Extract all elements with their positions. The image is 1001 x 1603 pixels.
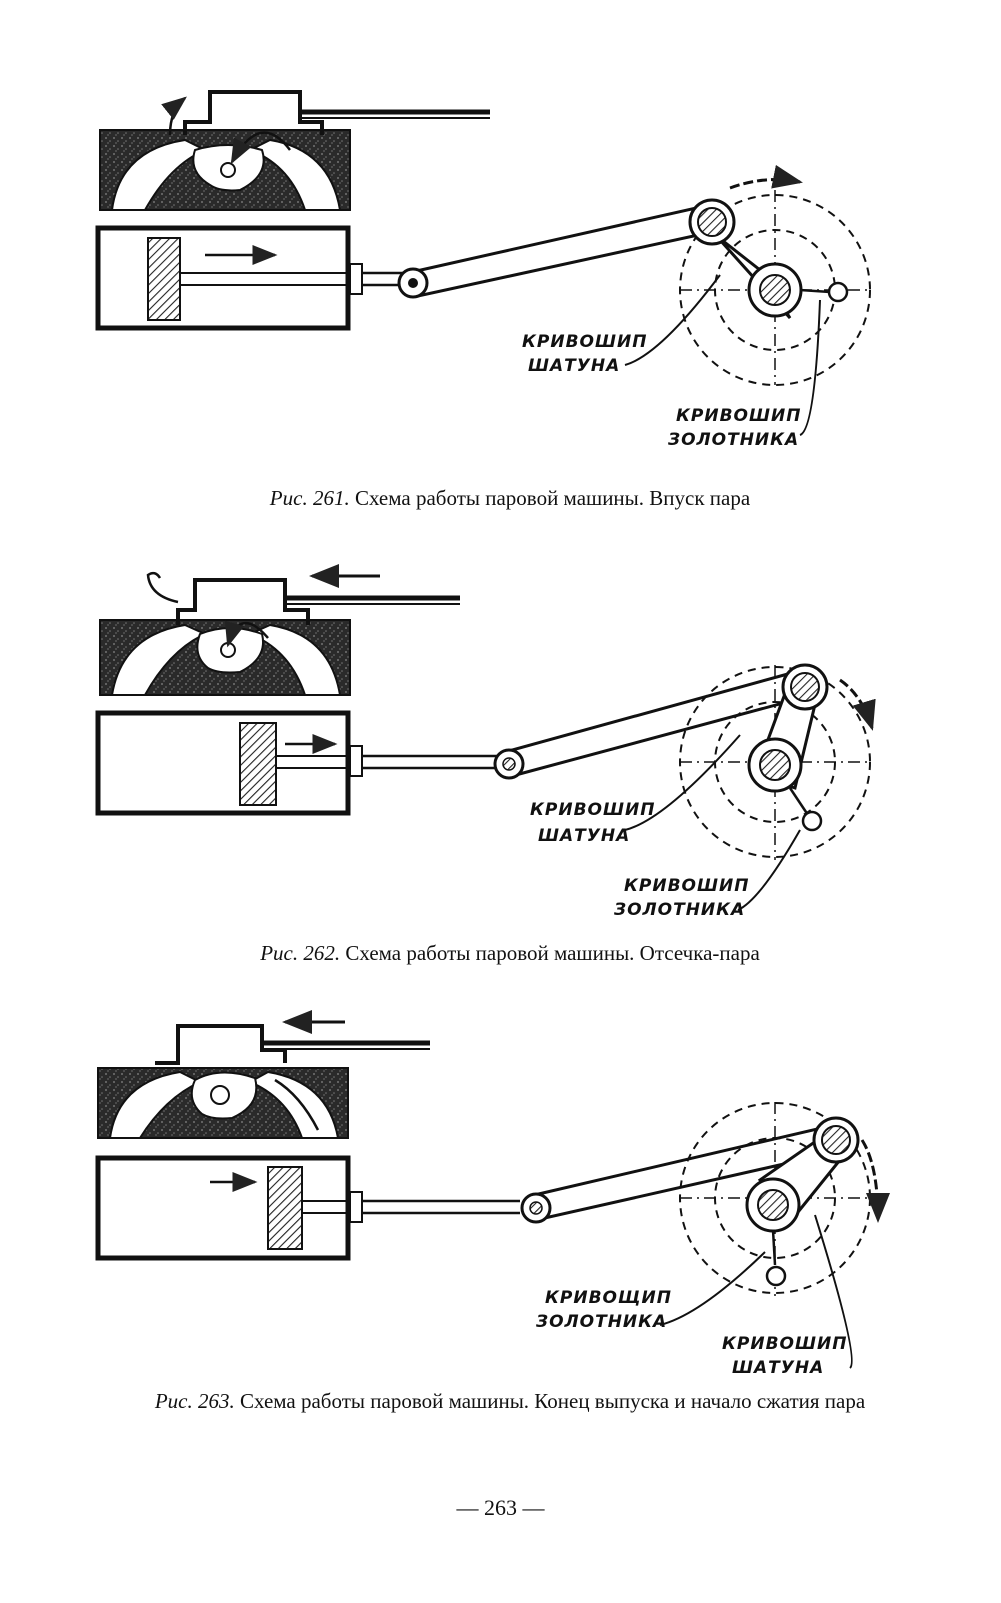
figure-number: Рис. 262. [260, 941, 341, 965]
label-crank-valve-line1: КРИВОШИП [624, 876, 750, 896]
figure-caption: Рис. 261. Схема работы паровой машины. В… [100, 485, 920, 511]
label-crank-valve-line1: КРИВОШИП [676, 406, 802, 426]
label-crank-valve-line2: ЗОЛОТНИКА [668, 430, 800, 450]
figure-262-drawing [95, 564, 876, 911]
label-crank-rod-line1: КРИВОШИП [522, 332, 648, 352]
figure-title: Схема работы паровой машины. Впуск пара [354, 486, 751, 510]
label-crank-rod-line2: ШАТУНА [538, 826, 631, 846]
figure-263: КРИВОЩИП ЗОЛОТНИКА КРИВОШИП ШАТУНА Рис. … [0, 1000, 1001, 1450]
label-crank-valve-line2: ЗОЛОТНИКА [614, 900, 746, 920]
figure-title: Схема работы паровой машины. Конец выпус… [239, 1389, 866, 1413]
figure-title: Схема работы паровой машины. Отсечка-пар… [345, 941, 760, 965]
figure-caption: Рис. 263. Схема работы паровой машины. К… [100, 1388, 920, 1414]
figure-number: Рис. 263. [154, 1389, 235, 1413]
label-crank-rod-line1: КРИВОШИП [722, 1334, 848, 1354]
label-crank-rod-line2: ШАТУНА [528, 356, 621, 376]
label-crank-rod-line2: ШАТУНА [732, 1358, 825, 1378]
figure-262: КРИВОШИП ШАТУНА КРИВОШИП ЗОЛОТНИКА Рис. … [0, 530, 1001, 980]
figure-261: КРИВОШИП ШАТУНА КРИВОШИП ЗОЛОТНИКА Рис. … [0, 0, 1001, 530]
figure-number: Рис. 261. [269, 486, 350, 510]
label-crank-valve-line1: КРИВОЩИП [545, 1288, 672, 1308]
figure-caption: Рис. 262. Схема работы паровой машины. О… [100, 940, 920, 966]
label-crank-valve-line2: ЗОЛОТНИКА [536, 1312, 668, 1332]
page-number: — 263 — [456, 1495, 545, 1520]
figure-263-drawing [95, 1010, 890, 1369]
figure-261-drawing [95, 90, 871, 436]
label-crank-rod-line1: КРИВОШИП [530, 800, 656, 820]
